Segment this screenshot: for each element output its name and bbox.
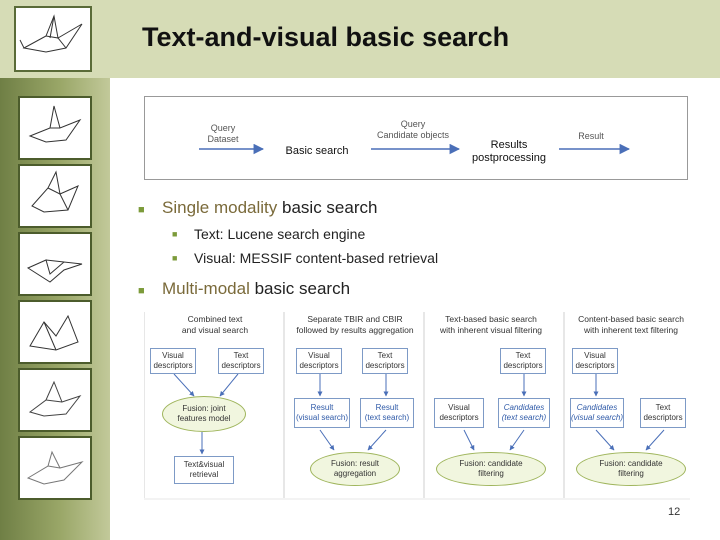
col1-visual-descriptors: Visual descriptors [150,348,196,374]
origami-crane-icon [31,170,79,213]
col3-fusion-filtering: Fusion: candidate filtering [436,452,546,486]
basic-search-flow: Query Dataset Basic search Query Candida… [144,96,688,180]
col3-text-descriptors: Text descriptors [500,348,546,374]
col4-fusion-filtering: Fusion: candidate filtering [576,452,686,486]
bullet-marker: ■ [172,253,178,263]
origami-crane-icon [28,380,82,417]
result-label: Result [578,131,604,141]
col4-text-descriptors: Text descriptors [640,398,686,428]
col1-fusion-joint: Fusion: joint features model [162,396,246,432]
bullet-text-engine: Text: Lucene search engine [194,226,366,242]
col2-result-text: Result (text search) [360,398,414,428]
origami-crane-icon [19,14,83,53]
crane-thumbnail [18,436,92,500]
bullet-highlight: Single modality [162,198,278,217]
col3-title: Text-based basic search with inherent vi… [439,314,543,335]
sidebar [0,78,110,540]
query-dataset-label: Query Dataset [207,123,239,144]
flow-arrows [199,143,631,155]
page-number: 12 [668,506,681,518]
bullet-text: basic search [254,279,351,298]
diagram-connectors [144,312,665,498]
footer-divider [144,498,690,500]
multimodal-diagram: Combined text and visual search Visual d… [144,312,690,498]
bullet-marker: ■ [172,229,178,239]
bullet-visual-retrieval: Visual: MESSIF content-based retrieval [194,250,439,266]
crane-thumbnail [18,368,92,432]
bullet-single-modality: Single modality basic search [162,198,377,218]
title-crane-thumbnail [14,6,92,72]
col3-visual-descriptors: Visual descriptors [434,398,484,428]
title-band: Text-and-visual basic search [0,0,720,78]
col1-text-visual-retrieval: Text&visual retrieval [174,456,234,484]
page-title: Text-and-visual basic search [142,22,510,52]
bullet-highlight: Multi-modal [162,279,250,298]
bullet-text: basic search [282,198,378,217]
col1-title: Combined text and visual search [181,314,249,335]
col3-candidates-text: Candidates (text search) [498,398,550,428]
col2-visual-descriptors: Visual descriptors [296,348,342,374]
crane-thumbnail [18,300,92,364]
diagram-arrows [173,373,665,455]
crane-thumbnail [18,96,92,160]
col4-title: Content-based basic search with inherent… [578,314,684,335]
basic-search-step: Basic search [285,145,349,157]
col4-candidates-visual: Candidates (visual search) [570,398,624,428]
crane-thumbnail [18,232,92,296]
col4-visual-descriptors: Visual descriptors [572,348,618,374]
bullet-marker: ■ [138,285,145,297]
origami-crane-icon [29,314,79,351]
col2-title: Separate TBIR and CBIR followed by resul… [296,314,414,335]
crane-thumbnail [18,164,92,228]
origami-crane-icon [26,450,84,485]
col1-text-descriptors: Text descriptors [218,348,264,374]
query-candidates-label: Query Candidate objects [376,119,450,140]
column-dividers [144,312,565,498]
col2-fusion-aggregation: Fusion: result aggregation [310,452,400,486]
origami-crane-icon [28,105,82,143]
origami-crane-icon [26,259,83,283]
results-postprocessing-step: Results postprocessing [472,139,546,164]
col2-text-descriptors: Text descriptors [362,348,408,374]
bullet-marker: ■ [138,204,145,216]
bullet-multi-modal: Multi-modal basic search [162,279,350,299]
col2-result-visual: Result (visual search) [294,398,350,428]
